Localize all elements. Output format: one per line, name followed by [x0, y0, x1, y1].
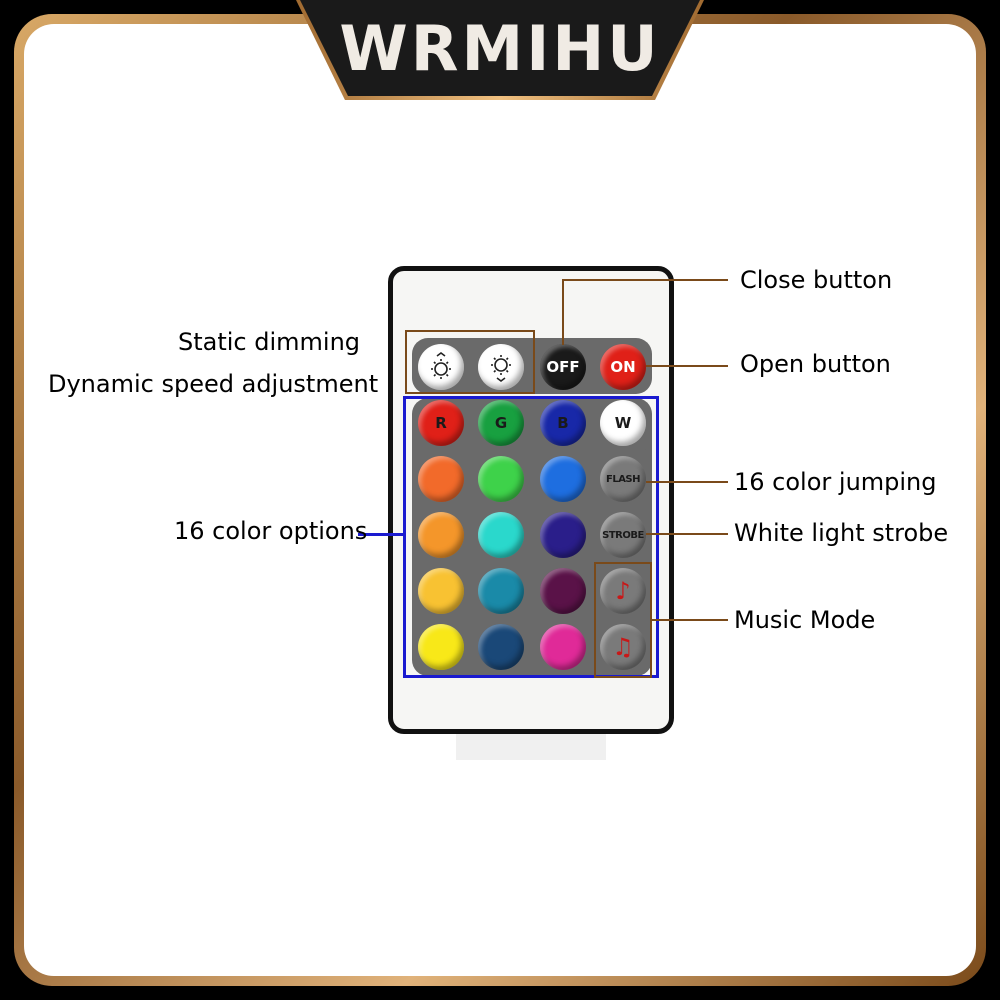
brightness-up-button[interactable]: [418, 344, 464, 390]
color-options-highlight: [403, 396, 659, 678]
red-button[interactable]: R: [418, 400, 464, 446]
brand-tab: [300, 0, 700, 96]
close-button-label: Close button: [740, 266, 893, 294]
blue-button[interactable]: B: [540, 400, 586, 446]
color-button-r4-c2[interactable]: [478, 624, 524, 670]
color-options-callout-line: [358, 533, 404, 536]
open-callout-line: [646, 365, 728, 367]
color-button-r2-c2[interactable]: [478, 512, 524, 558]
on-button[interactable]: ON: [600, 344, 646, 390]
color-button-r3-c1[interactable]: [418, 568, 464, 614]
music-highlight: [594, 562, 652, 678]
static-dimming-label: Static dimming: [178, 328, 361, 356]
music-mode-label: Music Mode: [734, 606, 876, 634]
strobe-callout-line: [646, 533, 728, 535]
color-button-r2-c1[interactable]: [418, 512, 464, 558]
white-button[interactable]: W: [600, 400, 646, 446]
flash-button-label: FLASH: [605, 473, 641, 485]
strobe-button-label: STROBE: [602, 529, 644, 541]
strobe-button[interactable]: STROBE: [600, 512, 646, 558]
close-callout-vertical: [562, 279, 564, 345]
close-callout-horizontal: [562, 279, 728, 281]
green-button-label: G: [494, 414, 508, 432]
color-jumping-label: 16 color jumping: [734, 468, 937, 496]
color-button-r4-c3[interactable]: [540, 624, 586, 670]
music-mode-1-button[interactable]: ♪: [600, 568, 646, 614]
dynamic-speed-label: Dynamic speed adjustment: [48, 370, 379, 398]
green-button[interactable]: G: [478, 400, 524, 446]
music-callout-line: [652, 619, 728, 621]
color-button-r4-c1[interactable]: [418, 624, 464, 670]
flash-button[interactable]: FLASH: [600, 456, 646, 502]
brightness-down-button[interactable]: [478, 344, 524, 390]
blue-button-label: B: [557, 414, 569, 432]
red-button-label: R: [435, 414, 447, 432]
white-button-label: W: [614, 414, 632, 432]
brightness-up-icon: [431, 352, 451, 379]
remote-base: [456, 734, 606, 760]
color-button-r3-c3[interactable]: [540, 568, 586, 614]
off-button[interactable]: OFF: [540, 344, 586, 390]
brand-title: WRMIHU: [339, 12, 661, 85]
color-button-r1-c1[interactable]: [418, 456, 464, 502]
music-notes-icon: ♫: [612, 633, 634, 661]
music-note-icon: ♪: [615, 577, 631, 605]
on-button-label: ON: [610, 358, 636, 376]
color-button-r1-c2[interactable]: [478, 456, 524, 502]
music-mode-2-button[interactable]: ♫: [600, 624, 646, 670]
dimming-highlight: [405, 330, 535, 394]
open-button-label: Open button: [740, 350, 891, 378]
white-strobe-label: White light strobe: [734, 519, 949, 547]
color-button-r3-c2[interactable]: [478, 568, 524, 614]
brightness-down-icon: [491, 355, 511, 382]
color-button-r2-c3[interactable]: [540, 512, 586, 558]
color-options-label: 16 color options: [174, 517, 368, 545]
off-button-label: OFF: [546, 358, 580, 376]
color-button-r1-c3[interactable]: [540, 456, 586, 502]
jumping-callout-line: [646, 481, 728, 483]
